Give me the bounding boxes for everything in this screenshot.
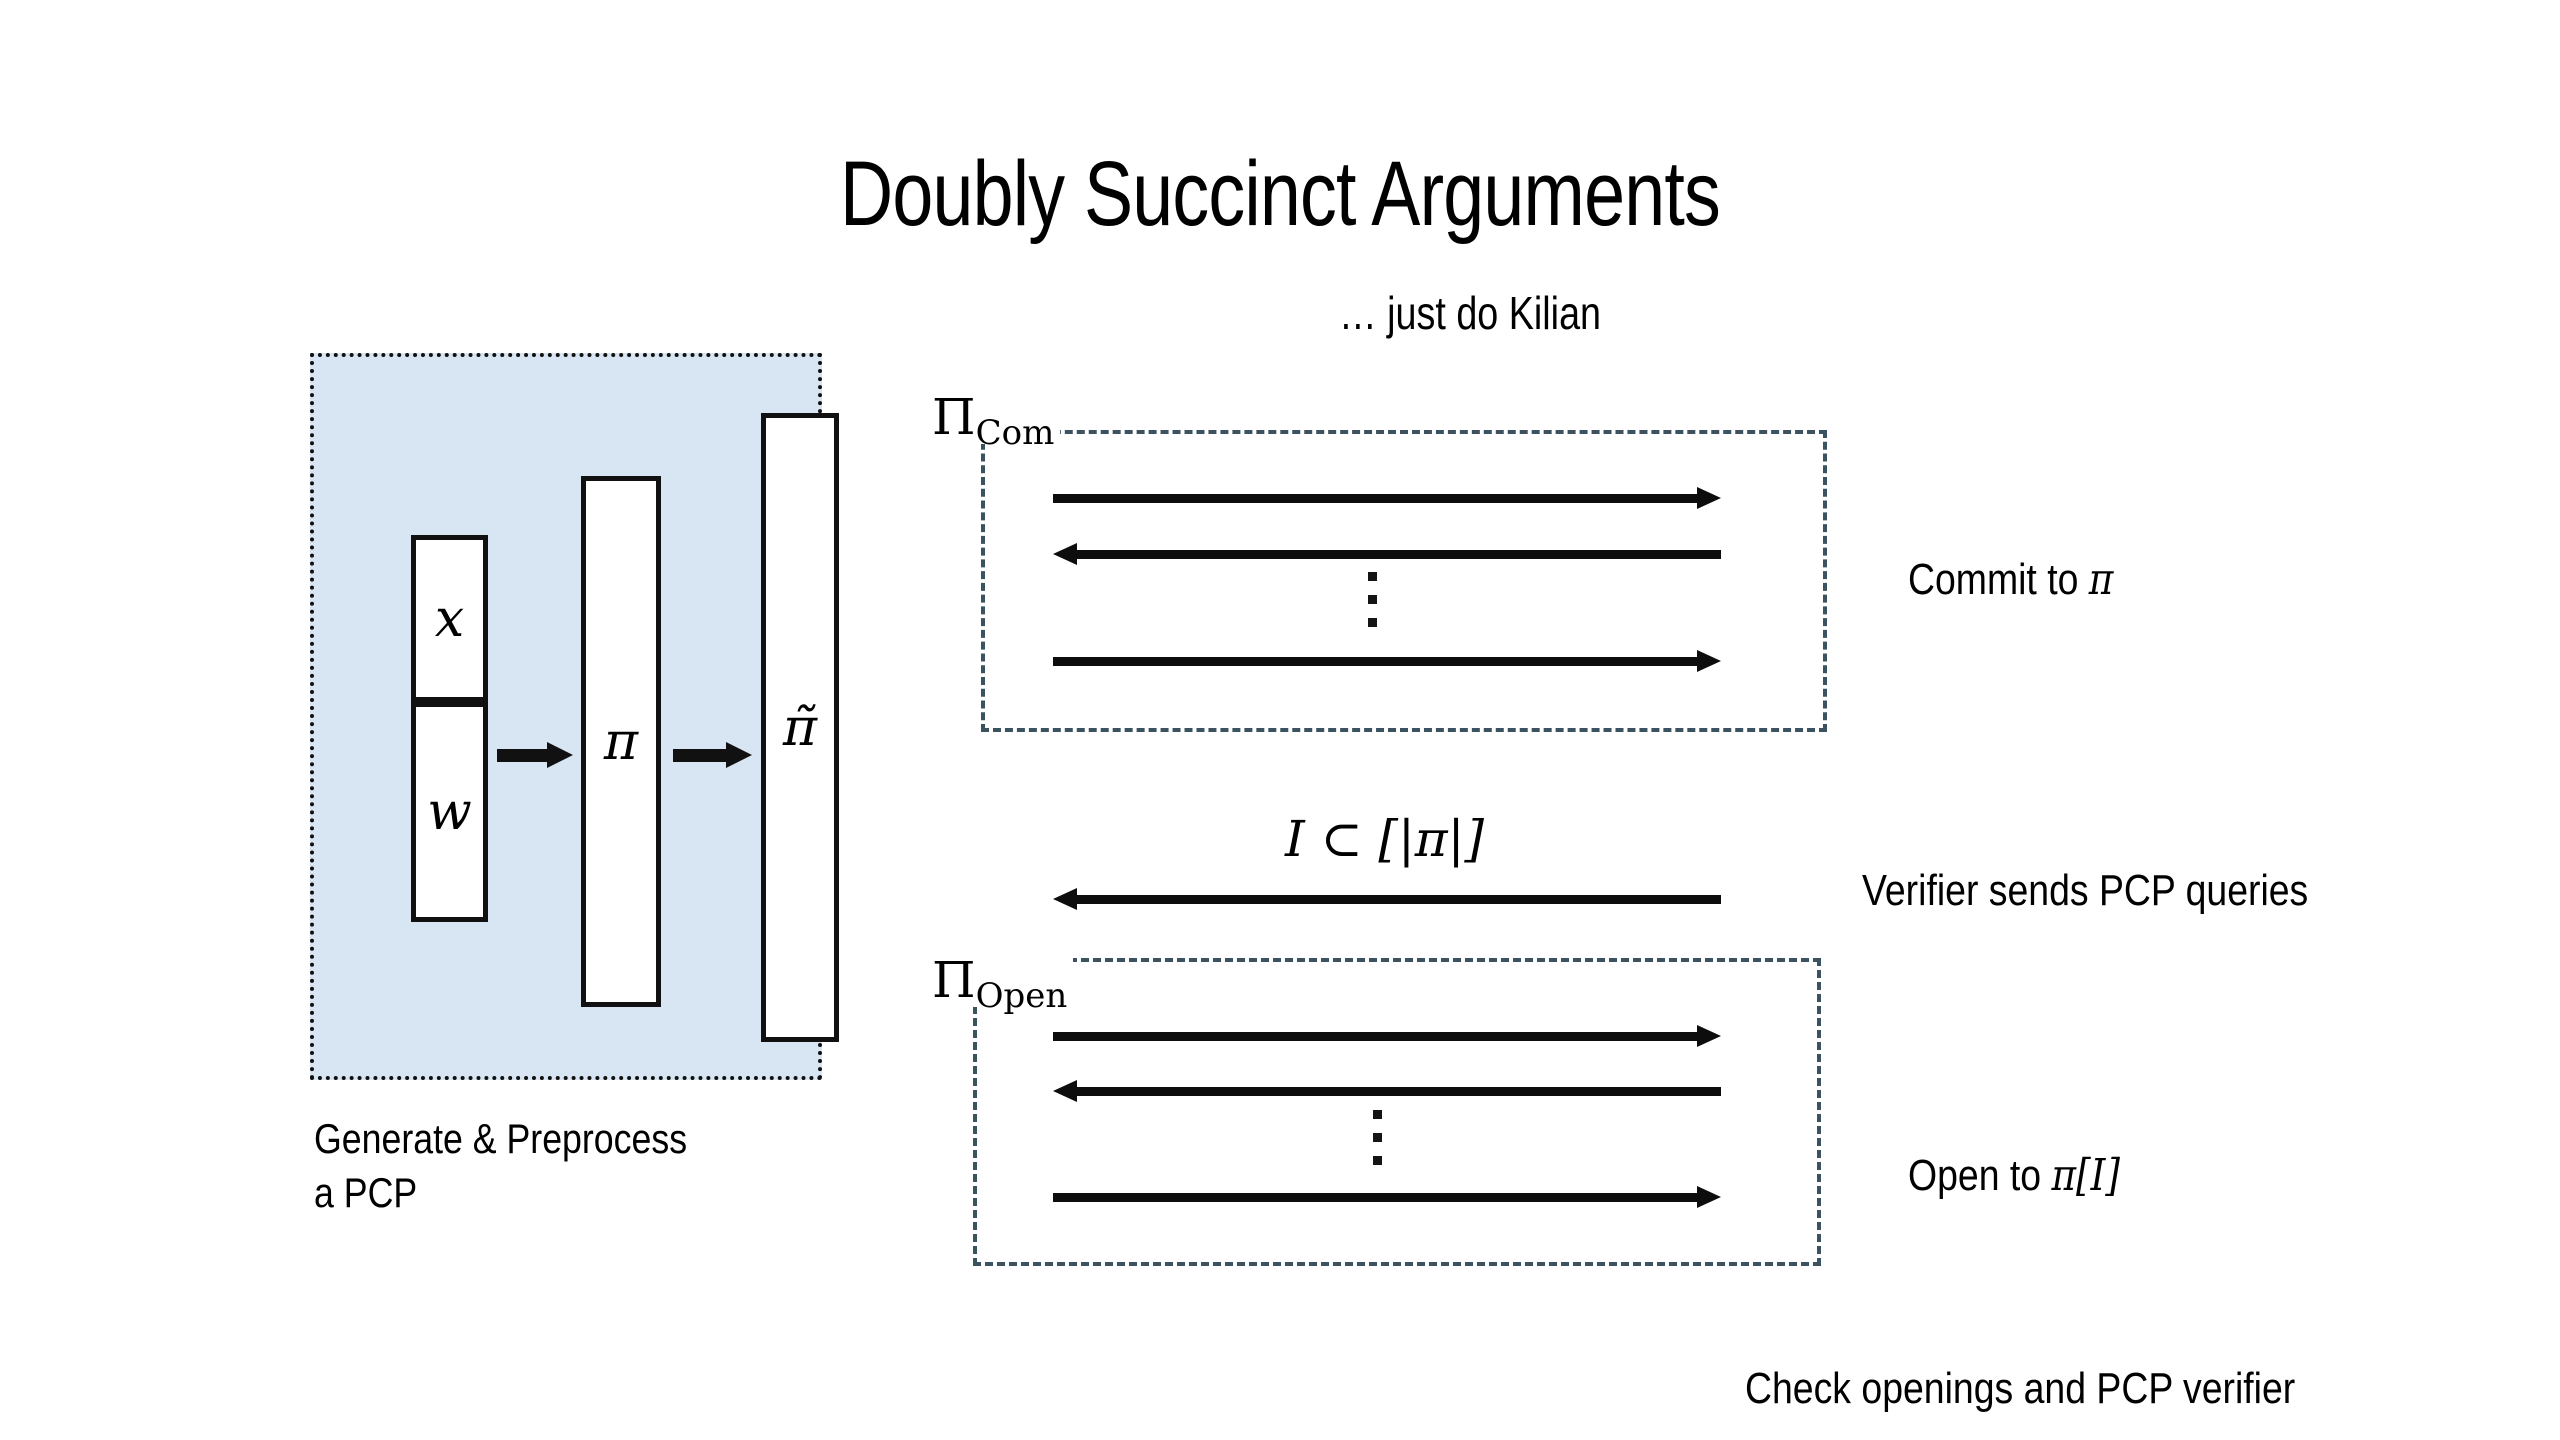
arrow-head [1053,1080,1077,1102]
commit-message-arrow-1 [1053,487,1721,509]
preprocessed-pcp-bar-label: π̃ [782,697,818,758]
preprocess-caption-line-1: Generate & Preprocess [314,1115,688,1162]
instance-bar: x [411,535,488,702]
open-message-arrow-1 [1053,1025,1721,1047]
arrow-head [1697,1186,1721,1208]
arrow-shaft [1073,895,1721,904]
arrow-shaft [497,749,549,762]
arrow-head [1697,650,1721,672]
arrow-shaft [1053,1032,1701,1041]
pcp-bar: π [581,476,661,1007]
preprocessed-pcp-bar: π̃ [761,413,839,1042]
generate-arrow-icon [497,742,573,768]
commit-protocol-box [981,430,1827,732]
commit-annotation-math: π [2088,554,2114,605]
commit-message-arrow-3 [1053,650,1721,672]
arrow-shaft [1053,657,1701,666]
preprocess-arrow-icon [673,742,753,768]
open-message-arrow-2 [1053,1080,1721,1102]
arrow-shaft [1053,494,1701,503]
preprocess-caption-line-2: a PCP [314,1168,418,1216]
commit-annotation-text: Commit to [1908,555,2089,604]
pcp-query-math-label: I ⊂ [|π|] [1285,814,1484,864]
preprocess-panel-caption: Generate & Preprocess a PCP [314,1112,824,1220]
pcp-query-math: I ⊂ [|π|] [1285,810,1484,868]
pcp-query-arrow [1053,888,1721,910]
commit-message-arrow-2 [1053,543,1721,565]
arrow-shaft [1073,1087,1721,1096]
commit-ellipsis-icon [1368,572,1378,641]
commit-protocol-label-sub: Com [975,413,1055,453]
witness-bar-label: w [427,782,472,842]
open-ellipsis-icon [1373,1110,1383,1179]
open-protocol-label-sub: Open [975,976,1068,1016]
arrow-shaft [1053,1193,1701,1202]
pcp-query-annotation: Verifier sends PCP queries [1862,866,2309,915]
open-annotation-math: π[I] [2051,1150,2121,1201]
arrow-head [547,742,573,768]
pcp-bar-label: π [603,711,639,772]
witness-bar: w [411,702,488,922]
instance-bar-label: x [434,588,465,649]
open-protocol-label: ΠOpen [928,955,1074,1013]
arrow-head [1053,543,1077,565]
commit-protocol-label: ΠCom [928,392,1061,450]
arrow-head [1053,888,1077,910]
commit-protocol-label-pi: Π [932,388,976,446]
preprocess-panel [310,353,822,1080]
arrow-head [726,742,752,768]
open-annotation: Open to π[I] [1908,1150,2121,1201]
commit-annotation: Commit to π [1908,554,2114,605]
arrow-shaft [1073,550,1721,559]
open-protocol-label-pi: Π [932,951,976,1009]
arrow-head [1697,1025,1721,1047]
open-message-arrow-3 [1053,1186,1721,1208]
page-title: Doubly Succinct Arguments [840,143,1721,245]
arrow-shaft [673,749,728,762]
footer-note: Check openings and PCP verifier [1745,1364,2296,1413]
open-annotation-text: Open to [1908,1151,2052,1200]
open-protocol-box [973,958,1821,1266]
slide-subtitle: … just do Kilian [1338,287,1602,339]
arrow-head [1697,487,1721,509]
